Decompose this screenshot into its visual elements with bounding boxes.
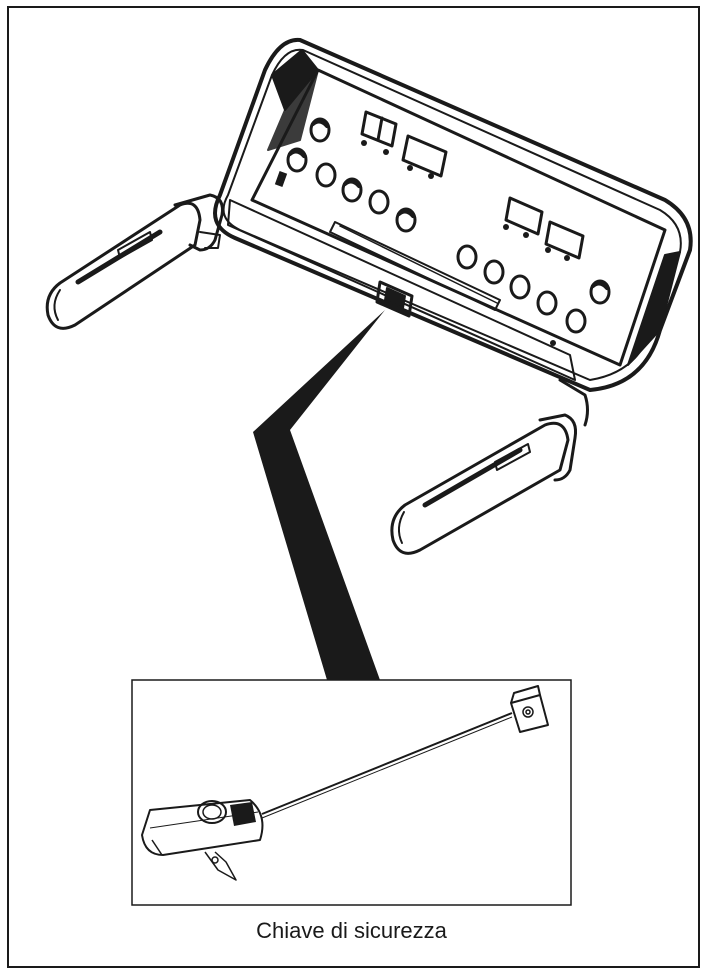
right-handle [390, 378, 589, 555]
safety-key-detail [141, 685, 549, 881]
callout-pointer [253, 310, 385, 680]
lanyard-clip [141, 799, 264, 881]
figure-frame [7, 6, 700, 968]
button-group-left [286, 117, 417, 233]
detail-box [131, 679, 572, 906]
indicator-dots [361, 140, 570, 346]
console-trim [227, 199, 576, 381]
button-group-right [456, 244, 611, 334]
lanyard-cord [261, 712, 513, 815]
left-handle [45, 193, 224, 330]
console-buttons [286, 117, 611, 334]
figure-caption: Chiave di sicurezza [256, 918, 447, 943]
console-housing [213, 37, 693, 392]
power-switch [274, 171, 288, 187]
console-displays [360, 110, 585, 260]
safety-key-slot [375, 280, 414, 318]
magnet-key [510, 685, 549, 733]
